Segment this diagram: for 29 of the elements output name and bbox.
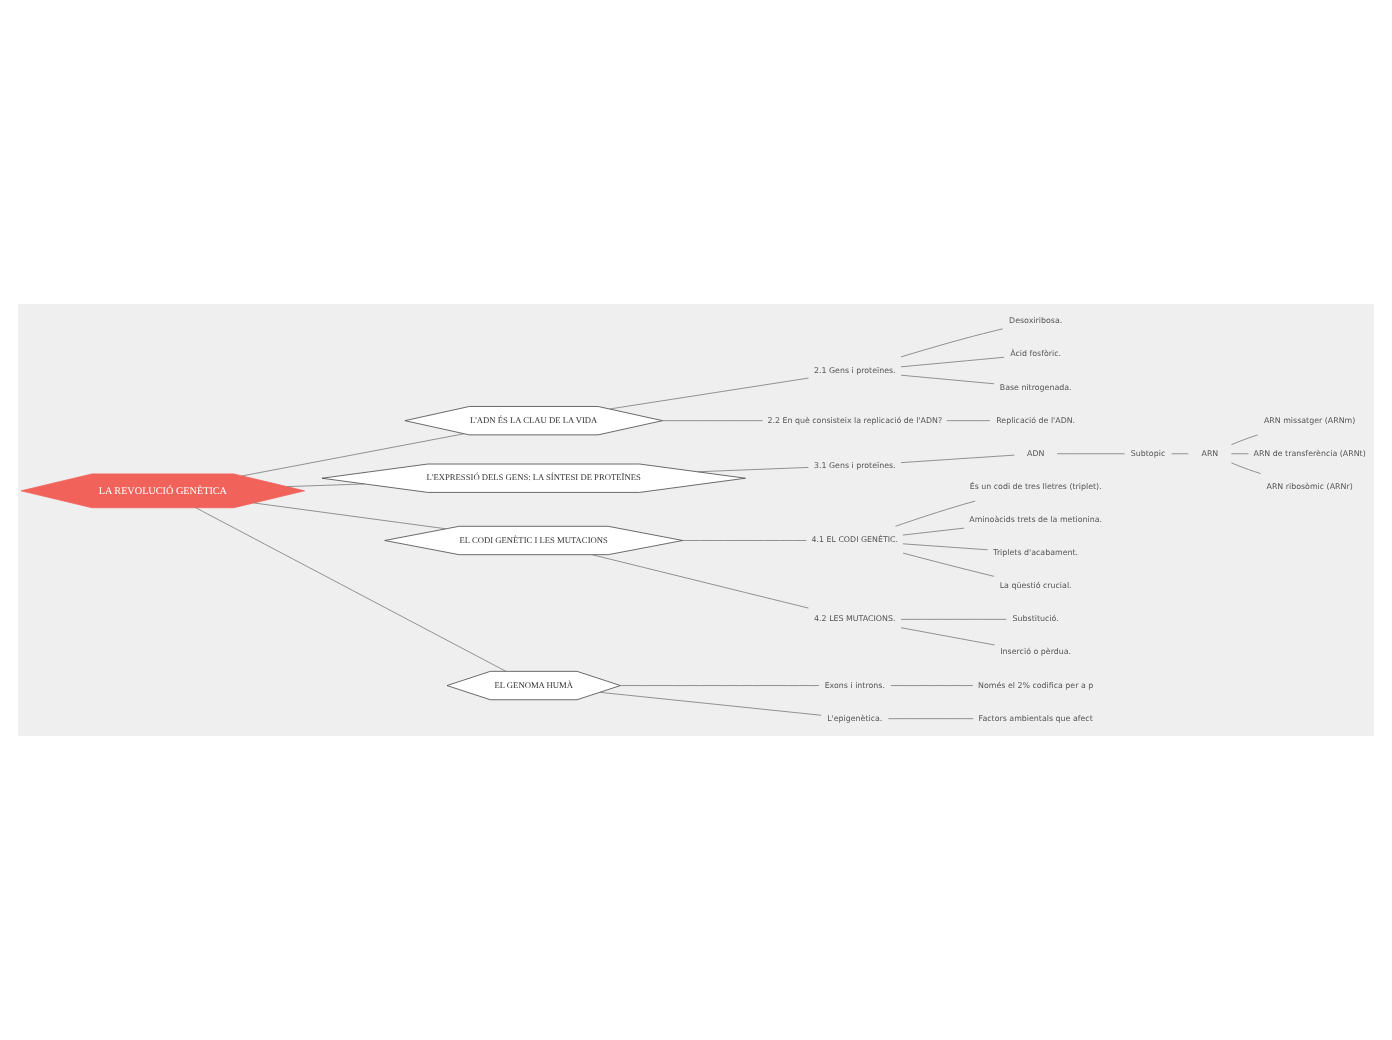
connector xyxy=(241,433,465,477)
connector xyxy=(946,420,991,422)
connector xyxy=(1230,434,1259,446)
connector xyxy=(253,502,447,530)
connector xyxy=(286,483,365,487)
connector xyxy=(900,454,1015,463)
connector xyxy=(1056,453,1125,455)
connector xyxy=(591,554,809,609)
connector xyxy=(1230,453,1249,455)
connector xyxy=(900,627,996,646)
connector xyxy=(662,420,764,422)
connector xyxy=(888,718,974,720)
connector xyxy=(902,552,995,577)
connector xyxy=(902,543,988,551)
connector xyxy=(682,540,807,541)
connector xyxy=(609,377,809,410)
connector xyxy=(599,691,822,716)
connector xyxy=(890,685,974,686)
connector xyxy=(1171,453,1189,455)
connector xyxy=(620,685,820,686)
connector xyxy=(900,328,1004,358)
connector xyxy=(900,618,1007,620)
connector xyxy=(697,467,809,473)
connector xyxy=(902,527,965,536)
connector xyxy=(895,500,976,527)
connector xyxy=(195,507,507,672)
connector xyxy=(900,374,995,385)
connector xyxy=(900,356,1005,368)
connector xyxy=(1230,462,1262,474)
